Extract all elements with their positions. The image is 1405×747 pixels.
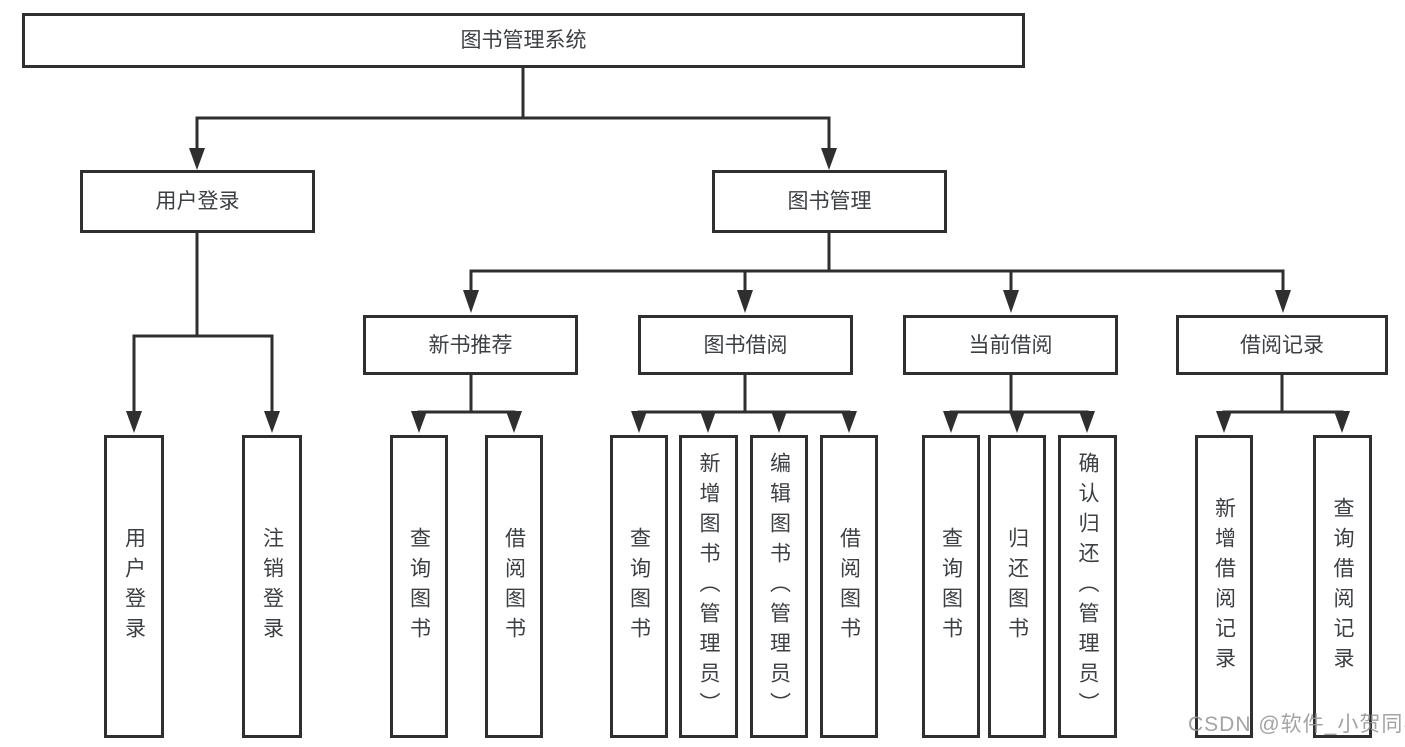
node-new-book-recommendation: 新书推荐: [363, 315, 578, 375]
node-label: 当前借阅: [968, 333, 1053, 357]
node-book-management: 图书管理: [712, 170, 947, 233]
node-label: 查询图书: [627, 526, 651, 647]
leaf-return-books: 归还图书: [988, 435, 1046, 738]
leaf-query-books-recommendation: 查询图书: [390, 435, 448, 738]
node-label: 查询图书: [939, 526, 963, 647]
connector-current-borrowing-children: [943, 373, 1095, 433]
node-label: 图书借阅: [703, 333, 788, 357]
node-user-login: 用户登录: [80, 170, 315, 233]
connector-borrowing-records-children: [1216, 373, 1350, 433]
node-current-borrowing: 当前借阅: [903, 315, 1118, 375]
csdn-watermark: CSDN @软件_小贺同学: [1188, 713, 1405, 736]
leaf-add-borrowing-record: 新增借阅记录: [1195, 435, 1253, 738]
node-borrowing-records: 借阅记录: [1176, 315, 1388, 375]
node-label: 借阅图书: [502, 526, 526, 647]
connector-book-borrowing-children: [631, 373, 857, 433]
node-label: 查询图书: [407, 526, 431, 647]
node-label: 新书推荐: [428, 333, 513, 357]
connector-user-login-children: [126, 231, 280, 433]
leaf-logout: 注销登录: [242, 435, 302, 738]
leaf-borrow-books-borrowing: 借阅图书: [820, 435, 878, 738]
connector-new-book-recommendation-children: [411, 373, 522, 433]
leaf-confirm-return-admin: 确认归还（管理员）: [1058, 435, 1117, 738]
node-label: 查询借阅记录: [1331, 496, 1354, 677]
node-label: 编辑图书（管理员）: [767, 451, 791, 722]
leaf-query-books-borrowing: 查询图书: [610, 435, 668, 738]
node-label: 用户登录: [155, 190, 240, 213]
connector-root-to-level2: [189, 66, 837, 170]
node-label: 归还图书: [1005, 526, 1029, 647]
node-label: 图书管理: [787, 190, 872, 213]
node-label: 新增借阅记录: [1212, 496, 1236, 677]
leaf-borrow-books-recommendation: 借阅图书: [485, 435, 543, 738]
leaf-query-books-current: 查询图书: [922, 435, 980, 738]
node-label: 借阅记录: [1240, 333, 1324, 357]
leaf-user-login: 用户登录: [104, 435, 164, 738]
node-book-borrowing: 图书借阅: [638, 315, 853, 375]
leaf-query-borrowing-record: 查询借阅记录: [1313, 435, 1372, 738]
node-label: 注销登录: [260, 526, 284, 647]
leaf-edit-books-admin: 编辑图书（管理员）: [750, 435, 808, 738]
node-label: 用户登录: [122, 526, 146, 647]
leaf-add-books-admin: 新增图书（管理员）: [679, 435, 738, 738]
connector-book-management-children: [463, 231, 1291, 313]
node-label: 新增图书（管理员）: [697, 451, 720, 722]
node-label: 借阅图书: [837, 526, 861, 647]
node-label: 确认归还（管理员）: [1076, 451, 1099, 722]
node-library-system: 图书管理系统: [22, 13, 1025, 68]
node-label: 图书管理系统: [460, 29, 587, 52]
